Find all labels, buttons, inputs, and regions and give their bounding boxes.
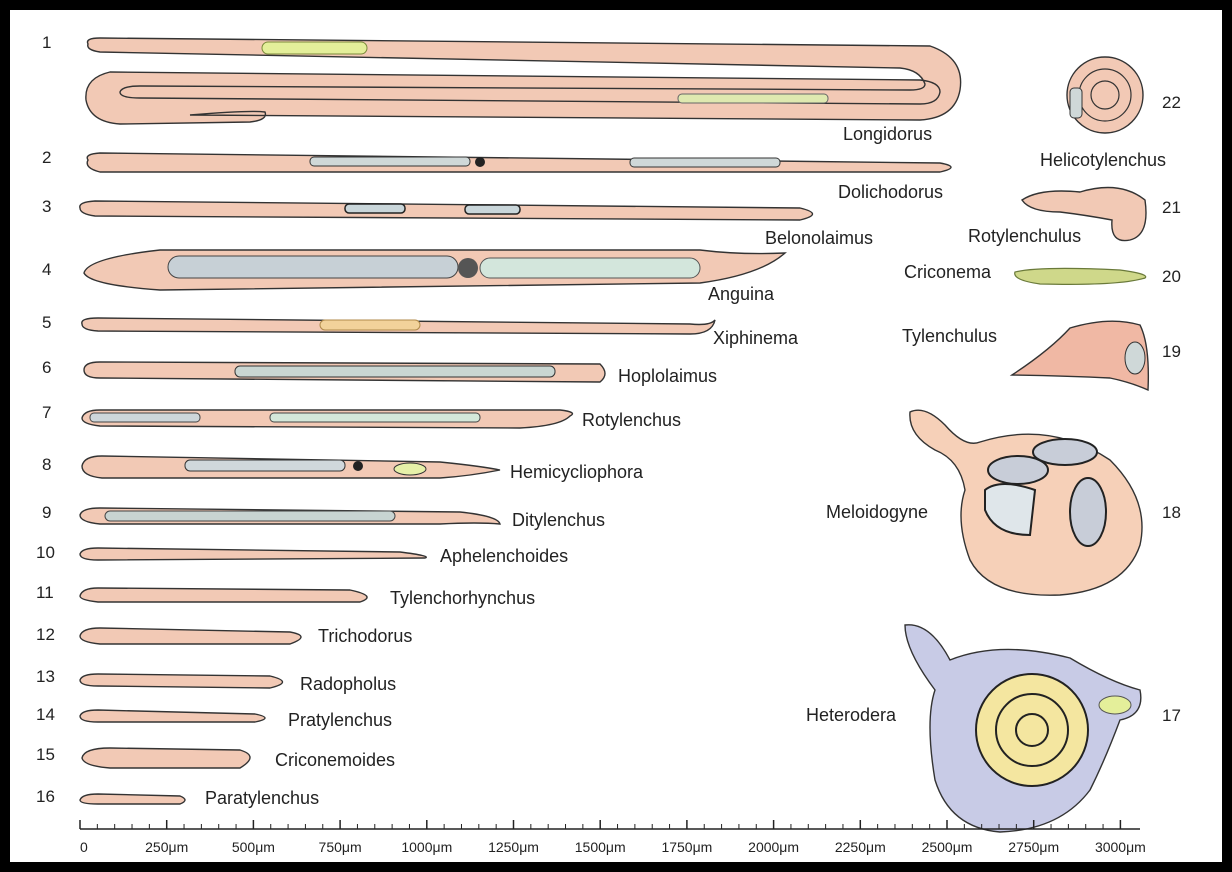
nematode-number-10: 10 xyxy=(36,543,55,562)
nematode-number-16: 16 xyxy=(36,787,55,806)
nematode-body-1 xyxy=(86,38,961,124)
scale-tick-label: 1750μm xyxy=(661,839,712,855)
nematode-label-aphelenchoides: Aphelenchoides xyxy=(440,546,568,566)
nematode-number-15: 15 xyxy=(36,745,55,764)
nematode-body-3 xyxy=(80,201,813,220)
nematode-body-17 xyxy=(905,625,1141,832)
scale-tick-label: 1500μm xyxy=(575,839,626,855)
scale-tick-label: 1250μm xyxy=(488,839,539,855)
figure-panel: 0 250μm 500μm 750μm 1000μm 1250μm 1500μm 1750μm… xyxy=(10,10,1222,862)
nematode-body-19 xyxy=(1012,321,1148,390)
nematode-label-ditylenchus: Ditylenchus xyxy=(512,510,605,530)
nematode-label-hemicycliophora: Hemicycliophora xyxy=(510,462,644,482)
nematode-number-20: 20 xyxy=(1162,267,1181,286)
nematode-number-9: 9 xyxy=(42,503,51,522)
nematode-body-22 xyxy=(1067,57,1143,133)
nematode-body-5 xyxy=(82,318,715,334)
scale-tick-label: 2250μm xyxy=(835,839,886,855)
nematode-label-rotylenchus: Rotylenchus xyxy=(582,410,681,430)
scale-tick-label: 2000μm xyxy=(748,839,799,855)
nematode-body-9 xyxy=(80,508,500,524)
nematode-label-heterodera: Heterodera xyxy=(806,705,897,725)
nematode-number-11: 11 xyxy=(36,583,54,602)
nematode-body-18 xyxy=(910,410,1142,595)
nematode-label-paratylenchus: Paratylenchus xyxy=(205,788,319,808)
nematode-number-3: 3 xyxy=(42,197,51,216)
nematode-number-7: 7 xyxy=(42,403,51,422)
nematode-number-6: 6 xyxy=(42,358,51,377)
nematode-number-19: 19 xyxy=(1162,342,1181,361)
nematode-body-7 xyxy=(82,410,572,428)
nematode-body-10 xyxy=(80,548,426,560)
nematode-label-trichodorus: Trichodorus xyxy=(318,626,412,646)
scale-tick-label: 1000μm xyxy=(401,839,452,855)
nematode-label-rotylenchulus: Rotylenchulus xyxy=(968,226,1081,246)
nematode-body-20 xyxy=(1015,268,1146,284)
nematode-number-14: 14 xyxy=(36,705,55,724)
nematode-number-17: 17 xyxy=(1162,706,1181,725)
nematode-label-helicotylenchus: Helicotylenchus xyxy=(1040,150,1166,170)
nematode-body-16 xyxy=(80,794,185,804)
nematode-number-13: 13 xyxy=(36,667,55,686)
nematode-label-anguina: Anguina xyxy=(708,284,775,304)
nematode-body-13 xyxy=(80,674,283,688)
nematode-label-longidorus: Longidorus xyxy=(843,124,932,144)
nematode-number-2: 2 xyxy=(42,148,51,167)
nematode-number-4: 4 xyxy=(42,260,51,279)
nematode-body-2 xyxy=(87,153,951,172)
scale-tick-label: 3000μm xyxy=(1095,839,1146,855)
nematode-body-4 xyxy=(84,250,785,290)
scale-tick-label: 2750μm xyxy=(1008,839,1059,855)
scale-tick-label: 750μm xyxy=(319,839,362,855)
scale-tick-label: 0 xyxy=(80,839,88,855)
nematode-label-tylenchorhynchus: Tylenchorhynchus xyxy=(390,588,535,608)
nematode-body-12 xyxy=(80,628,301,644)
nematode-number-1: 1 xyxy=(42,33,51,52)
nematode-label-criconemoides: Criconemoides xyxy=(275,750,395,770)
nematode-number-18: 18 xyxy=(1162,503,1181,522)
nematode-number-22: 22 xyxy=(1162,93,1181,112)
nematode-number-5: 5 xyxy=(42,313,51,332)
nematode-label-pratylenchus: Pratylenchus xyxy=(288,710,392,730)
nematode-label-criconema: Criconema xyxy=(904,262,992,282)
nematode-body-14 xyxy=(80,710,265,722)
nematode-label-tylenchulus: Tylenchulus xyxy=(902,326,997,346)
nematode-number-8: 8 xyxy=(42,455,51,474)
nematode-body-11 xyxy=(80,588,367,602)
nematode-label-belonolaimus: Belonolaimus xyxy=(765,228,873,248)
nematode-label-xiphinema: Xiphinema xyxy=(713,328,799,348)
scale-tick-label: 250μm xyxy=(145,839,188,855)
nematode-label-radopholus: Radopholus xyxy=(300,674,396,694)
nematode-body-6 xyxy=(84,362,605,382)
nematode-number-12: 12 xyxy=(36,625,55,644)
nematode-body-8 xyxy=(82,456,500,478)
nematode-number-21: 21 xyxy=(1162,198,1181,217)
scale-tick-label: 500μm xyxy=(232,839,275,855)
nematode-body-15 xyxy=(82,748,250,768)
nematode-label-meloidogyne: Meloidogyne xyxy=(826,502,928,522)
scale-tick-label: 2500μm xyxy=(922,839,973,855)
nematode-label-hoplolaimus: Hoplolaimus xyxy=(618,366,717,386)
nematode-label-dolichodorus: Dolichodorus xyxy=(838,182,943,202)
nematode-diagram: 0 250μm 500μm 750μm 1000μm 1250μm 1500μm 1750μm… xyxy=(10,10,1222,862)
